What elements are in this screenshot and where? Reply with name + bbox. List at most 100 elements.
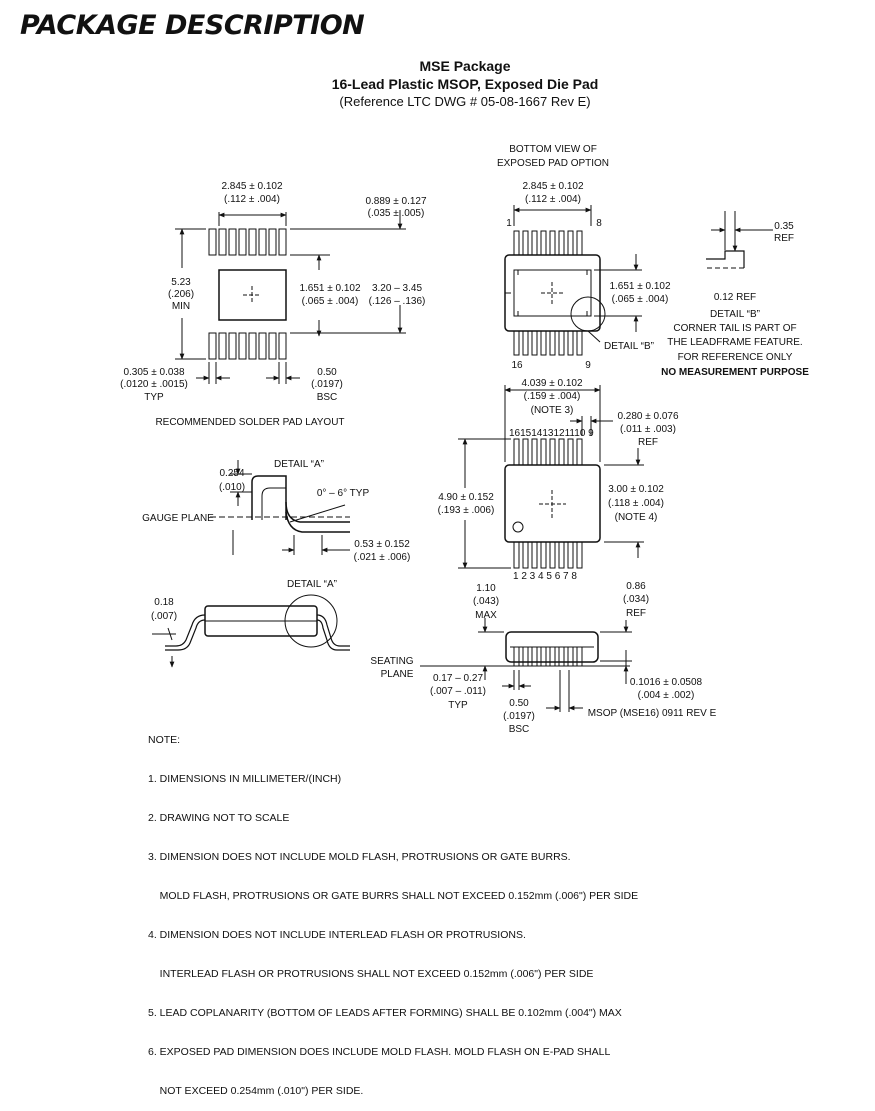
end-h-mm: 1.10: [476, 583, 496, 594]
note-line: 2. DRAWING NOT TO SCALE: [148, 812, 290, 824]
bottom-pin8-label: 8: [596, 218, 602, 229]
end-pitch-in: (.0197): [503, 711, 535, 722]
side-lead-in: (.007): [151, 611, 177, 622]
solder-height-note: MIN: [172, 301, 190, 312]
solder-padlen-in: (.035 ± .005): [368, 208, 425, 219]
detail-b-line3: FOR REFERENCE ONLY: [678, 352, 793, 363]
detail-a-thick-in: (.010): [219, 482, 245, 493]
top-view-leads-top: [513, 438, 583, 466]
solder-layout-labels: 2.845 ± 0.102 (.112 ± .004) 0.889 ± 0.12…: [120, 181, 427, 428]
top-tail-in: (.011 ± .003): [620, 424, 676, 435]
page-header: PACKAGE DESCRIPTION: [20, 10, 365, 41]
end-view-labels: 1.10 (.043) MAX 0.86 (.034) REF SEATING …: [370, 581, 716, 735]
gauge-plane-label: GAUGE PLANE: [142, 513, 214, 524]
top-body-in: (.118 ± .004): [608, 498, 664, 509]
detail-b-drawing: [706, 211, 773, 269]
bottom-pad-mm: 1.651 ± 0.102: [609, 281, 671, 292]
solder-height-mm: 5.23: [171, 277, 191, 288]
end-standoff-in: (.004 ± .002): [638, 690, 695, 701]
end-lead-note: TYP: [448, 700, 468, 711]
note-line: INTERLEAD FLASH OR PROTRUSIONS SHALL NOT…: [148, 968, 594, 980]
detail-a-thick-mm: 0.254: [219, 468, 244, 479]
solder-pads-bottom: [208, 332, 287, 360]
end-h2-note: REF: [626, 608, 646, 619]
solder-inner-in: (.065 ± .004): [302, 296, 359, 307]
end-h2-in: (.034): [623, 594, 649, 605]
solder-width-in: (.112 ± .004): [224, 194, 280, 205]
note-line: 6. EXPOSED PAD DIMENSION DOES INCLUDE MO…: [148, 1046, 611, 1058]
pin1-indicator: [512, 521, 524, 533]
top-body-mm: 3.00 ± 0.102: [608, 484, 664, 495]
end-lead-in: (.007 – .011): [430, 686, 486, 697]
detail-a-foot-in: (.021 ± .006): [354, 552, 411, 563]
bottom-view: [504, 205, 642, 356]
end-h-note: MAX: [475, 610, 497, 621]
seating-plane-label1: SEATING: [370, 656, 413, 667]
thermal-pad: [218, 269, 287, 321]
top-tail-note: REF: [638, 437, 658, 448]
detail-b-callout-label: DETAIL “B”: [604, 341, 654, 352]
seating-plane-label2: PLANE: [381, 669, 414, 680]
detail-a-angle: 0° – 6° TYP: [317, 488, 370, 499]
package-drawing: 2.845 ± 0.102 (.112 ± .004) 0.889 ± 0.12…: [120, 144, 809, 735]
side-view-labels: 0.18 (.007) DETAIL “A”: [151, 579, 337, 622]
bottom-view-caption2: EXPOSED PAD OPTION: [497, 158, 609, 169]
solder-padw-note: TYP: [144, 392, 164, 403]
solder-width-mm: 2.845 ± 0.102: [221, 181, 283, 192]
note-line: 1. DIMENSIONS IN MILLIMETER/(INCH): [148, 773, 342, 785]
note-line: NOTE:: [148, 734, 181, 746]
end-h2-mm: 0.86: [626, 581, 646, 592]
bottom-pad-in: (.065 ± .004): [612, 294, 669, 305]
end-lead-mm: 0.17 – 0.27: [433, 673, 483, 684]
top-view: [458, 385, 644, 569]
detail-b-ref-label: REF: [774, 233, 794, 244]
top-view-body: [504, 464, 601, 543]
end-pitch-mm: 0.50: [509, 698, 529, 709]
solder-pad-layout: [175, 210, 406, 384]
detail-a-title: DETAIL “A”: [274, 459, 324, 470]
side-detail-a-label: DETAIL “A”: [287, 579, 337, 590]
package-subtitle: 16-Lead Plastic MSOP, Exposed Die Pad: [331, 76, 599, 92]
end-view-leads: [513, 646, 583, 667]
note-line: 5. LEAD COPLANARITY (BOTTOM OF LEADS AFT…: [148, 1007, 622, 1019]
detail-b-line2: THE LEADFRAME FEATURE.: [667, 337, 802, 348]
solder-padw-in: (.0120 ± .0015): [120, 379, 188, 390]
top-len-note: (NOTE 3): [531, 405, 574, 416]
end-view: [420, 618, 632, 712]
top-tail-mm: 0.280 ± 0.076: [617, 411, 679, 422]
detail-b-line1: CORNER TAIL IS PART OF: [673, 323, 796, 334]
top-span-mm: 4.90 ± 0.152: [438, 492, 494, 503]
end-view-body: [505, 631, 599, 663]
top-body-note: (NOTE 4): [615, 512, 658, 523]
detail-a-foot-mm: 0.53 ± 0.152: [354, 539, 410, 550]
bottom-pin-numbers: 1 2 3 4 5 6 7 8: [513, 571, 577, 582]
package-title: MSE Package: [419, 58, 511, 74]
solder-pitch-mm: 0.50: [317, 367, 337, 378]
top-view-leads-bottom: [513, 541, 583, 569]
bottom-pin9-label: 9: [585, 360, 591, 371]
solder-padlen-mm: 0.889 ± 0.127: [365, 196, 427, 207]
solder-padw-mm: 0.305 ± 0.038: [123, 367, 185, 378]
bottom-view-caption1: BOTTOM VIEW OF: [509, 144, 597, 155]
note-line: MOLD FLASH, PROTRUSIONS OR GATE BURRS SH…: [148, 890, 639, 902]
bottom-width-in: (.112 ± .004): [525, 194, 581, 205]
detail-a-labels: 0.254 (.010) DETAIL “A” 0° – 6° TYP GAUG…: [142, 459, 410, 563]
solder-range-in: (.126 – .136): [369, 296, 426, 307]
note-line: 3. DIMENSION DOES NOT INCLUDE MOLD FLASH…: [148, 851, 571, 863]
top-pin-numbers: 16151413121110 9: [509, 428, 594, 439]
bottom-width-mm: 2.845 ± 0.102: [522, 181, 584, 192]
solder-pitch-in: (.0197): [311, 379, 343, 390]
detail-b-labels: 0.35 REF 0.12 REF DETAIL “B” CORNER TAIL…: [661, 221, 809, 378]
end-h-in: (.043): [473, 596, 499, 607]
solder-height-in: (.206): [168, 289, 194, 300]
solder-inner-mm: 1.651 ± 0.102: [299, 283, 361, 294]
bottom-view-leads-bottom: [513, 330, 583, 356]
detail-b-line4: NO MEASUREMENT PURPOSE: [661, 367, 809, 378]
top-len-in: (.159 ± .004): [524, 391, 581, 402]
note-line: NOT EXCEED 0.254mm (.010") PER SIDE.: [148, 1085, 364, 1097]
drawing-stamp: MSOP (MSE16) 0911 REV E: [588, 708, 717, 719]
bottom-pin16-label: 16: [511, 360, 523, 371]
bottom-view-leads-top: [513, 230, 583, 256]
exposed-pad: [513, 269, 592, 317]
notes-block: NOTE: 1. DIMENSIONS IN MILLIMETER/(INCH)…: [148, 708, 638, 1111]
